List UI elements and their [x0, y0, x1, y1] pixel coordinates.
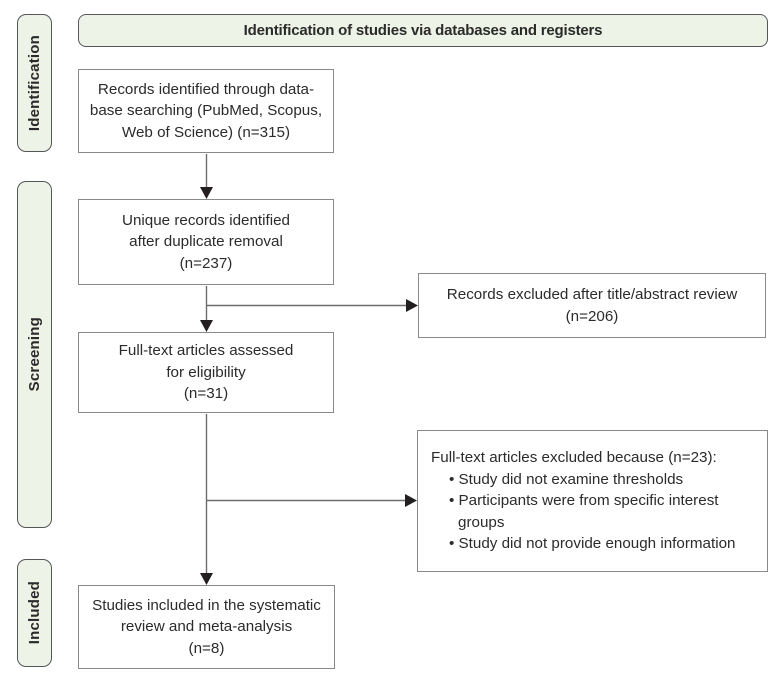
arrow-identified-to-unique — [200, 154, 213, 199]
stage-included-label: Included — [26, 581, 43, 645]
box-records-excluded-text: Records excluded after title/abstract re… — [446, 286, 738, 325]
arrow-fulltext-to-included — [200, 414, 213, 585]
stage-included: Included — [17, 559, 52, 667]
box-studies-included: Studies included in the systematic revie… — [78, 585, 335, 669]
box-fulltext-assessed: Full-text articles assessed for eligibil… — [78, 332, 334, 413]
box-fulltext-excluded: Full-text articles excluded because (n=2… — [417, 430, 768, 572]
arrow-unique-to-fulltext — [200, 286, 213, 332]
box-records-identified: Records identified through data- base se… — [78, 69, 334, 153]
box-fulltext-excluded-item: • Study did not examine thresholds — [449, 470, 684, 488]
box-unique-records-text: Unique records identified after duplicat… — [121, 211, 290, 272]
stage-identification: Identification — [17, 14, 52, 152]
stage-screening: Screening — [17, 181, 52, 528]
box-records-excluded: Records excluded after title/abstract re… — [418, 273, 766, 338]
box-unique-records: Unique records identified after duplicat… — [78, 199, 334, 285]
box-fulltext-excluded-title: Full-text articles excluded because (n=2… — [431, 449, 717, 467]
box-fulltext-assessed-text: Full-text articles assessed for eligibil… — [118, 342, 294, 403]
arrow-branch-to-fulltext-excluded — [206, 494, 417, 507]
stage-screening-label: Screening — [26, 317, 43, 392]
box-fulltext-excluded-content: Full-text articles excluded because (n=2… — [431, 447, 759, 555]
box-fulltext-excluded-item: • Participants were from specific intere… — [449, 492, 719, 531]
stage-identification-label: Identification — [26, 34, 43, 132]
header-title: Identification of studies via databases … — [243, 22, 603, 39]
box-records-identified-text: Records identified through data- base se… — [89, 80, 323, 141]
header-banner: Identification of studies via databases … — [78, 14, 768, 47]
arrow-branch-to-records-excluded — [206, 299, 418, 312]
box-fulltext-excluded-item: • Study did not provide enough informati… — [449, 535, 736, 553]
box-studies-included-text: Studies included in the systematic revie… — [92, 596, 321, 657]
